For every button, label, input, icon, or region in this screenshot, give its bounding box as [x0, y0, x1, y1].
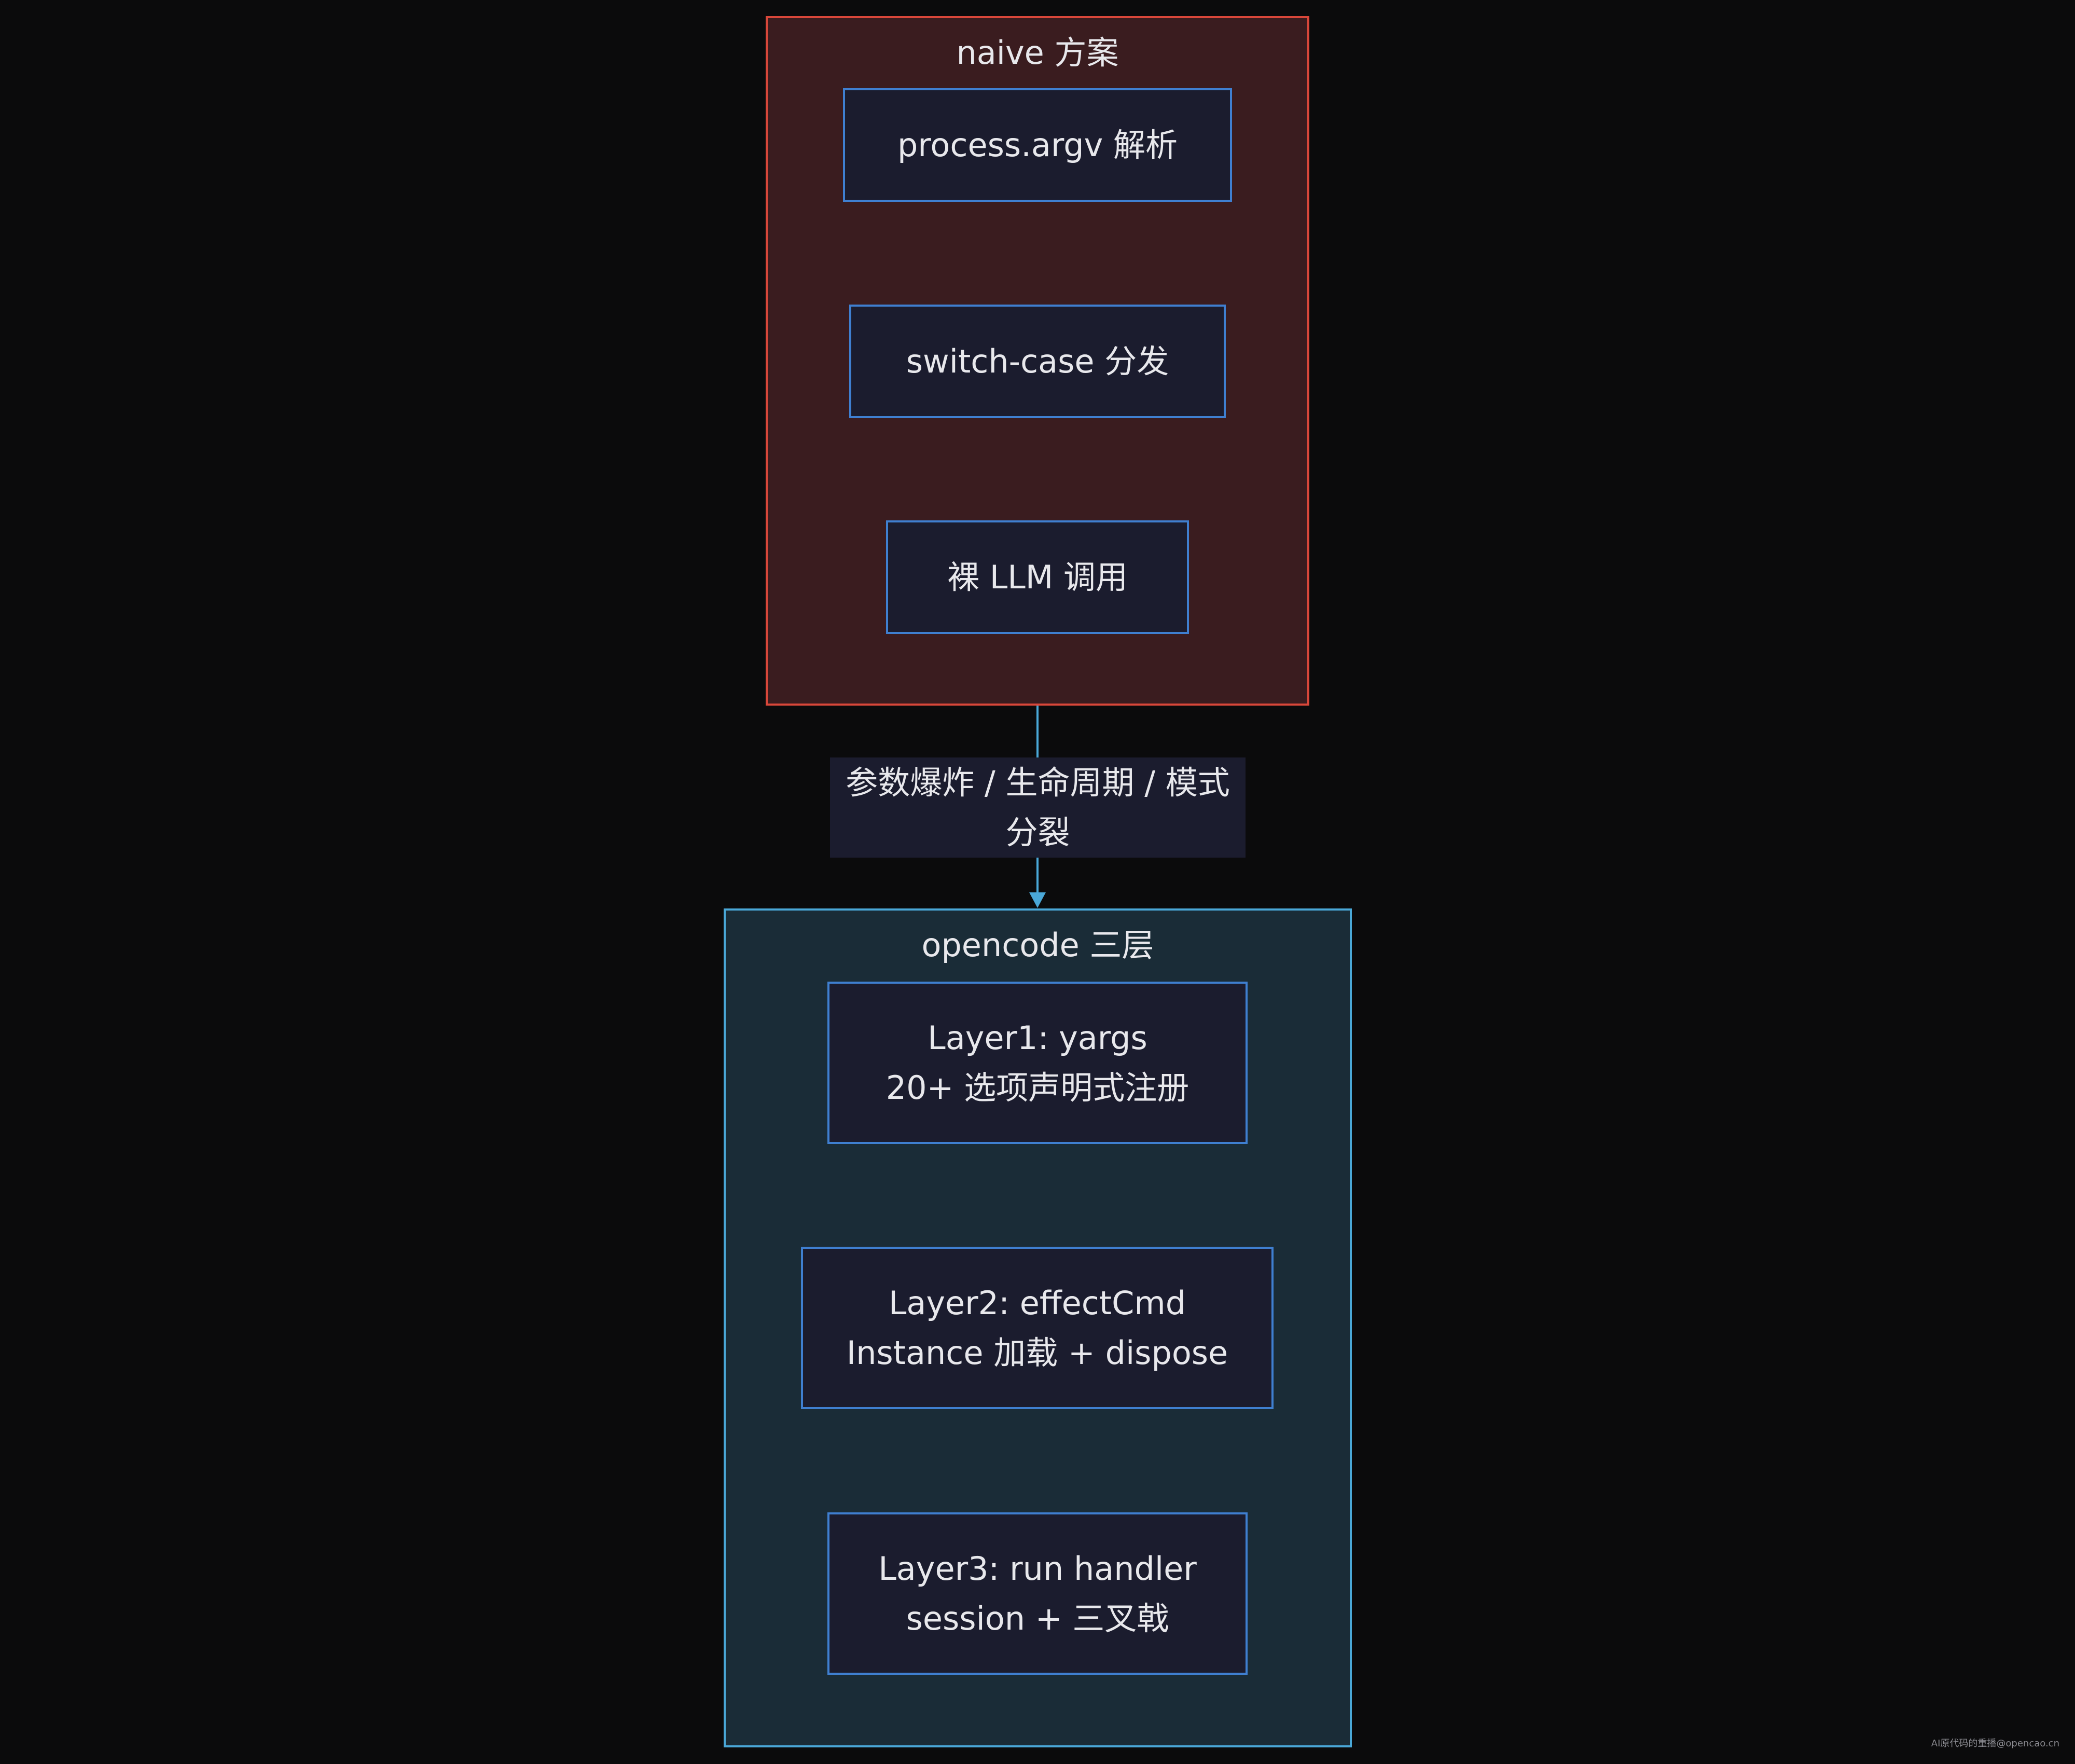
group-opencode-title: opencode 三层 — [921, 926, 1154, 964]
watermark: AI原代码的重播@opencao.cn — [1931, 1738, 2059, 1749]
node-process-argv-label: process.argv 解析 — [897, 126, 1178, 164]
edge-arrowhead — [1029, 892, 1046, 908]
node-layer3-line2: session + 三叉戟 — [906, 1599, 1169, 1637]
node-bare-llm-label: 裸 LLM 调用 — [947, 558, 1128, 596]
node-layer3[interactable]: Layer3: run handler session + 三叉戟 — [827, 1512, 1248, 1675]
node-process-argv[interactable]: process.argv 解析 — [843, 88, 1232, 202]
node-switch-case[interactable]: switch-case 分发 — [849, 305, 1226, 418]
node-layer1-line1: Layer1: yargs — [928, 1018, 1147, 1057]
node-layer3-line1: Layer3: run handler — [878, 1549, 1197, 1588]
node-switch-case-label: switch-case 分发 — [906, 342, 1169, 380]
node-layer2-line1: Layer2: effectCmd — [888, 1284, 1186, 1322]
node-layer2-line2: Instance 加载 + dispose — [846, 1333, 1228, 1372]
edge-label-line1: 参数爆炸 / 生命周期 / 模式 — [846, 763, 1230, 802]
edge-label-line2: 分裂 — [1005, 813, 1070, 851]
node-layer1[interactable]: Layer1: yargs 20+ 选项声明式注册 — [827, 982, 1248, 1144]
group-naive-title: naive 方案 — [956, 34, 1119, 72]
node-layer1-line2: 20+ 选项声明式注册 — [886, 1068, 1189, 1107]
node-layer2[interactable]: Layer2: effectCmd Instance 加载 + dispose — [801, 1247, 1274, 1409]
edge-label: 参数爆炸 / 生命周期 / 模式 分裂 — [830, 757, 1246, 858]
node-bare-llm[interactable]: 裸 LLM 调用 — [886, 520, 1189, 634]
